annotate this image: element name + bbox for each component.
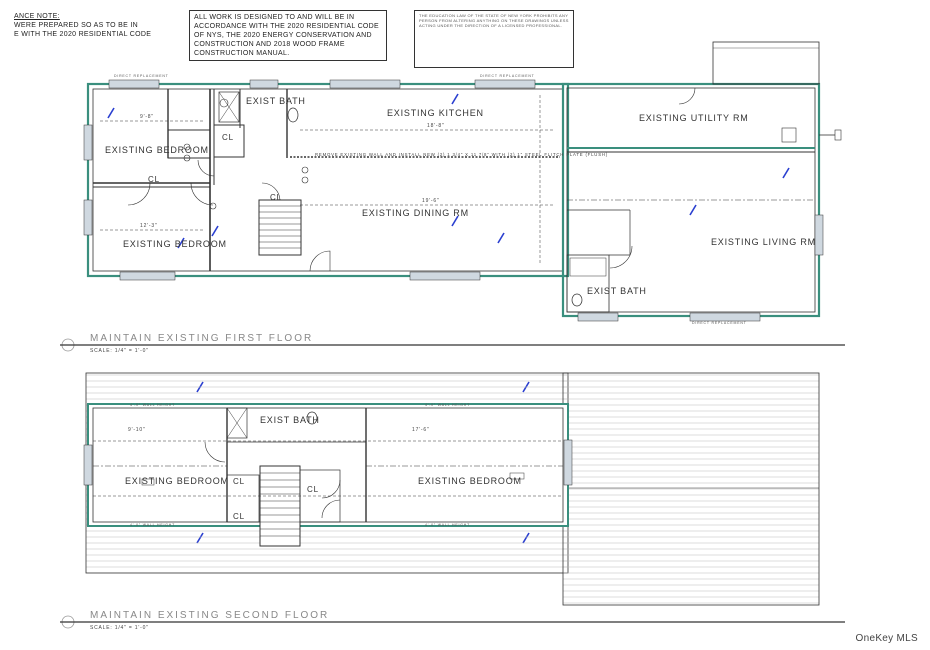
note-line-1: ANCE NOTE: [14, 13, 60, 20]
second-floor-plan [85, 372, 820, 606]
dim-bedroom-left: 9'-10" [128, 427, 146, 433]
room-label-bedroom-right: EXISTING BEDROOM [418, 476, 522, 486]
room-label-utility: EXISTING UTILITY RM [639, 113, 749, 123]
room-label-kitchen: EXISTING KITCHEN [387, 108, 484, 118]
room-label-bath: EXIST BATH [246, 96, 306, 106]
code-note-line-3: OF NYS, THE 2020 ENERGY CONSERVATION AND [194, 32, 372, 39]
closet-label-1: CL [222, 133, 234, 142]
dim-kitchen: 18'-8" [427, 123, 445, 129]
first-floor-title: MAINTAIN EXISTING FIRST FLOOR SCALE: 1/4… [60, 333, 845, 354]
wall-height-2: 4'-0" WALL HEIGHT [425, 403, 470, 407]
window-tag-1: DIRECT REPLACEMENT [114, 74, 169, 78]
room-label-bedroom-2: EXISTING BEDROOM [123, 239, 227, 249]
education-law-note: THE EDUCATION LAW OF THE STATE OF NEW YO… [419, 13, 569, 28]
note-line-2: WERE PREPARED SO AS TO BE IN [14, 22, 138, 29]
dim-bedroom-right: 17'-6" [412, 427, 430, 433]
first-floor-windows [83, 79, 824, 322]
code-note-line-4: CONSTRUCTION AND 2018 WOOD FRAME [194, 41, 345, 48]
room-label-bath-upstairs: EXIST BATH [260, 415, 320, 425]
room-label-bedroom-left: EXISTING BEDROOM [125, 476, 229, 486]
room-label-bedroom-1: EXISTING BEDROOM [105, 145, 209, 155]
code-compliance-note-box: ALL WORK IS DESIGNED TO AND WILL BE IN A… [189, 10, 387, 61]
mls-watermark: OneKey MLS [855, 633, 918, 644]
code-note-line-1: ALL WORK IS DESIGNED TO AND WILL BE IN [194, 14, 355, 21]
code-note-line-2: ACCORDANCE WITH THE 2020 RESIDENTIAL COD… [194, 23, 379, 30]
second-floor-title: MAINTAIN EXISTING SECOND FLOOR SCALE: 1/… [60, 610, 845, 631]
dim-bedroom-1: 9'-8" [140, 114, 154, 120]
window-tag-3: DIRECT REPLACEMENT [692, 321, 747, 325]
code-compliance-note-partial: ANCE NOTE: WERE PREPARED SO AS TO BE IN … [14, 12, 151, 39]
first-floor-scale: SCALE: 1/4" = 1'-0" [90, 348, 149, 354]
closet-label-upstairs-1: CL [233, 477, 245, 486]
code-note-line-5: CONSTRUCTION MANUAL. [194, 50, 290, 57]
note-line-3: E WITH THE 2020 RESIDENTIAL CODE [14, 31, 152, 38]
closet-label-3: CL [270, 193, 282, 202]
wall-height-1: 4'-0" WALL HEIGHT [130, 403, 175, 407]
second-floor-title-text: MAINTAIN EXISTING SECOND FLOOR [90, 610, 329, 621]
wall-height-3: 4'-0" WALL HEIGHT [130, 523, 175, 527]
beam-callout: REMOVE EXISTING WALL AND INSTALL NEW (2)… [315, 152, 608, 157]
room-label-dining: EXISTING DINING RM [362, 208, 469, 218]
second-floor-windows [83, 439, 573, 486]
closet-label-upstairs-2: CL [233, 512, 245, 521]
first-floor-room-labels: EXISTING BEDROOM EXISTING BEDROOM EXIST … [105, 74, 816, 325]
room-label-bath-2: EXIST BATH [587, 286, 647, 296]
second-floor-room-labels: EXISTING BEDROOM EXIST BATH EXISTING BED… [125, 403, 522, 527]
wall-height-4: 4'-0" WALL HEIGHT [425, 523, 470, 527]
education-law-note-box: THE EDUCATION LAW OF THE STATE OF NEW YO… [414, 10, 574, 68]
first-floor-title-text: MAINTAIN EXISTING FIRST FLOOR [90, 333, 313, 344]
dim-bedroom-2: 12'-3" [140, 223, 158, 229]
closet-label-2: CL [148, 175, 160, 184]
closet-label-upstairs-3: CL [307, 485, 319, 494]
window-tag-2: DIRECT REPLACEMENT [480, 74, 535, 78]
room-label-living: EXISTING LIVING RM [711, 237, 816, 247]
second-floor-scale: SCALE: 1/4" = 1'-0" [90, 625, 149, 631]
dim-dining: 19'-6" [422, 198, 440, 204]
